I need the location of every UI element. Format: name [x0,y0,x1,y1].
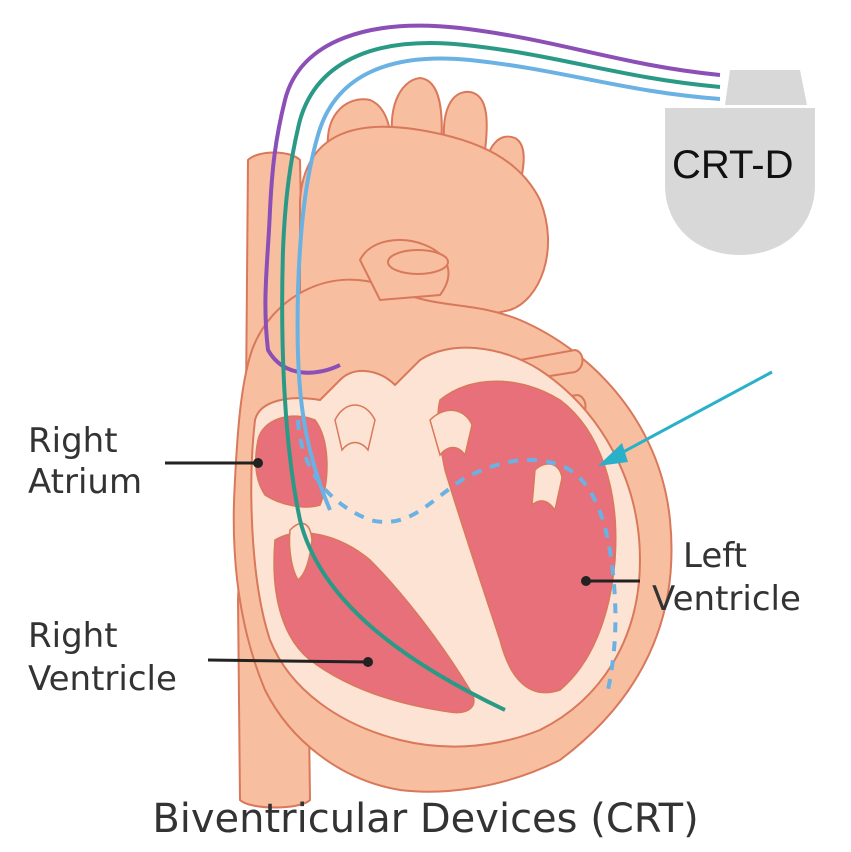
leader-dot-left-ventricle [581,576,591,586]
label-right-ventricle-line1: Right [28,617,118,656]
leader-right-ventricle [208,660,368,662]
device-label: CRT-D [672,143,793,188]
leader-dot-right-atrium [253,458,263,468]
arrow-line [612,372,772,458]
diagram-caption: Biventricular Devices (CRT) [0,796,851,842]
pulmonary-opening [388,250,448,274]
leader-dot-right-ventricle [363,657,373,667]
label-right-atrium-line1: Right [28,422,118,461]
label-left-ventricle-line1: Left [683,537,747,576]
tricuspid-valve [335,405,375,450]
device-header [725,70,807,105]
label-right-atrium-line2: Atrium [28,463,142,502]
label-left-ventricle-line2: Ventricle [652,580,801,619]
label-right-ventricle-line2: Ventricle [28,660,177,699]
